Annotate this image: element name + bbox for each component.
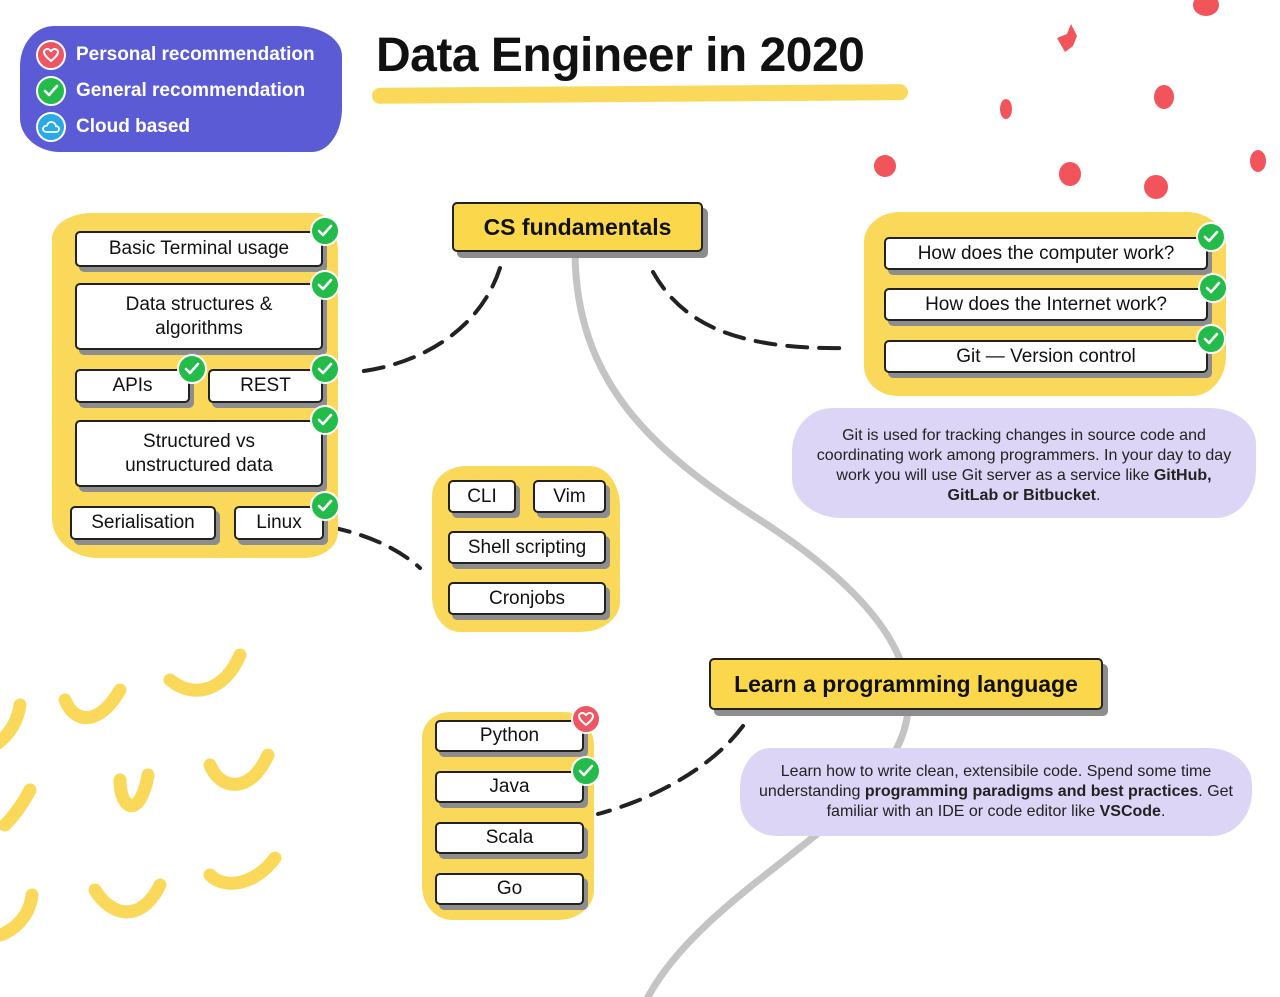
legend-label-personal: Personal recommendation (76, 44, 315, 65)
node-go[interactable]: Go (435, 873, 584, 905)
language-note: Learn how to write clean, extensibile co… (740, 748, 1252, 836)
node-computer-work[interactable]: How does the computer work? (884, 237, 1208, 270)
check-icon (310, 354, 340, 384)
hub-programming-language[interactable]: Learn a programming language (709, 658, 1103, 710)
node-scala[interactable]: Scala (435, 822, 584, 854)
heart-icon (571, 704, 601, 734)
git-note-end: . (1096, 487, 1101, 504)
legend: Personal recommendation General recommen… (20, 26, 342, 152)
legend-item-personal: Personal recommendation (36, 40, 315, 70)
node-internet-work[interactable]: How does the Internet work? (884, 288, 1208, 321)
language-note-text: Learn how to write clean, extensibile co… (759, 763, 1212, 800)
git-note-services: GitHub, GitLab or Bitbucket (947, 467, 1212, 504)
node-python[interactable]: Python (435, 720, 584, 752)
check-icon (310, 405, 340, 435)
node-structured-data[interactable]: Structured vs unstructured data (75, 420, 323, 487)
legend-label-general: General recommendation (76, 80, 306, 101)
check-icon (1196, 324, 1226, 354)
check-icon (1198, 273, 1228, 303)
legend-label-cloud: Cloud based (76, 116, 191, 137)
git-note-text: Git is used for tracking changes in sour… (816, 427, 1232, 484)
road-path (571, 246, 912, 997)
check-icon (310, 491, 340, 521)
node-git[interactable]: Git — Version control (884, 340, 1208, 373)
node-serialisation[interactable]: Serialisation (70, 506, 216, 540)
yellow-arcs (0, 648, 282, 942)
node-cli[interactable]: CLI (448, 480, 516, 513)
node-data-structures[interactable]: Data structures & algorithms (75, 283, 323, 350)
check-icon (177, 354, 207, 384)
confetti (874, 0, 1266, 199)
check-icon (310, 216, 340, 246)
language-note-vscode: VSCode (1099, 803, 1161, 820)
connectors (328, 266, 847, 816)
node-cronjobs[interactable]: Cronjobs (448, 582, 606, 615)
check-icon (571, 756, 601, 786)
node-linux[interactable]: Linux (234, 506, 324, 540)
node-vim[interactable]: Vim (533, 480, 606, 513)
node-rest[interactable]: REST (208, 369, 323, 403)
check-icon (36, 76, 66, 106)
node-apis[interactable]: APIs (75, 369, 190, 403)
node-basic-terminal[interactable]: Basic Terminal usage (75, 231, 323, 267)
node-java[interactable]: Java (435, 771, 584, 803)
hub-cs-fundamentals[interactable]: CS fundamentals (452, 202, 703, 252)
language-note-end: . (1160, 803, 1166, 820)
language-note-paradigms: programming paradigms and best practices (864, 783, 1199, 800)
page-title: Data Engineer in 2020 (376, 29, 865, 82)
check-icon (1196, 222, 1226, 252)
check-icon (310, 270, 340, 300)
language-note-text-2: . Get familiar with an IDE or code edito… (826, 783, 1233, 820)
cloud-icon (36, 112, 66, 142)
node-shell-scripting[interactable]: Shell scripting (448, 531, 606, 564)
git-note: Git is used for tracking changes in sour… (792, 408, 1256, 518)
heart-icon (36, 40, 66, 70)
legend-item-cloud: Cloud based (36, 112, 190, 142)
legend-item-general: General recommendation (36, 76, 305, 106)
